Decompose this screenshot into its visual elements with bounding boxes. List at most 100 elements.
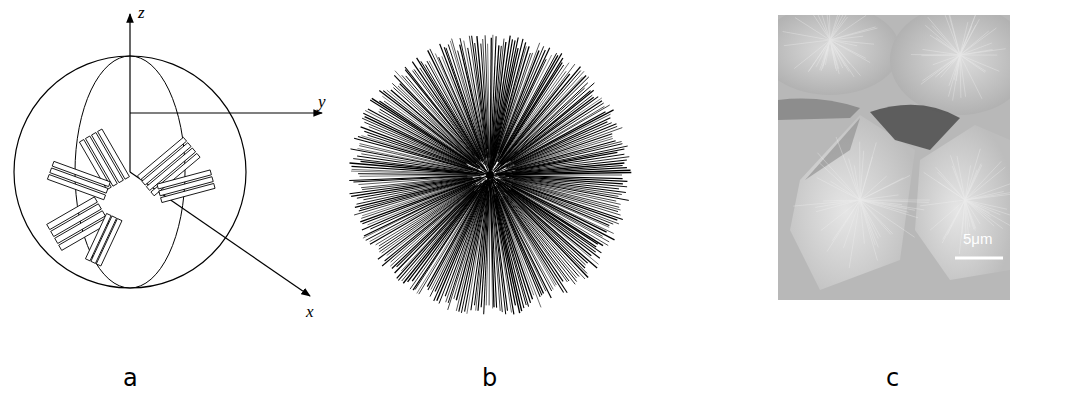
- texture: [825, 40, 830, 65]
- fibril: [490, 180, 493, 308]
- fibril: [349, 176, 467, 181]
- texture: [860, 200, 915, 237]
- texture: [830, 40, 837, 71]
- texture: [960, 19, 979, 55]
- texture: [859, 142, 860, 200]
- panel-letter: a: [123, 366, 138, 390]
- panel-letter: c: [886, 366, 899, 390]
- texture: [960, 25, 976, 55]
- texture: [924, 172, 965, 200]
- texture: [830, 40, 854, 77]
- texture: [860, 157, 872, 200]
- texture: [830, 36, 863, 40]
- texture: [830, 15, 853, 40]
- lamella: [98, 129, 130, 179]
- texture: [965, 167, 1005, 200]
- fibril: [494, 157, 629, 175]
- fibril: [492, 179, 541, 297]
- texture: [960, 31, 989, 55]
- texture: [784, 40, 830, 46]
- texture: [925, 25, 960, 55]
- lamella: [85, 213, 111, 260]
- texture: [860, 200, 875, 245]
- texture: [830, 40, 843, 68]
- fibril: [499, 170, 630, 174]
- texture: [830, 40, 866, 58]
- texture: [965, 191, 1010, 200]
- texture: [793, 200, 860, 206]
- texture: [960, 43, 992, 55]
- texture: [960, 55, 985, 72]
- texture: [830, 40, 861, 76]
- texture: [965, 200, 1010, 216]
- texture: [860, 200, 878, 247]
- fibril: [365, 117, 467, 164]
- texture: [920, 200, 965, 206]
- texture: [820, 163, 860, 200]
- texture: [832, 200, 860, 241]
- texture: [938, 55, 960, 75]
- lamella: [161, 183, 215, 202]
- texture: [860, 200, 891, 235]
- texture: [928, 17, 960, 55]
- fibril: [514, 122, 607, 164]
- texture: [935, 55, 960, 77]
- texture: [860, 176, 887, 200]
- scale-label: 5μm: [963, 231, 992, 246]
- spherulite-lines: [349, 35, 631, 315]
- texture: [965, 200, 1007, 209]
- fibril: [493, 197, 508, 311]
- fibril: [469, 36, 489, 173]
- texture: [821, 40, 830, 71]
- fibril: [505, 187, 599, 264]
- fibril: [362, 180, 474, 216]
- texture: [860, 200, 880, 237]
- texture: [823, 40, 831, 69]
- texture: [960, 26, 972, 55]
- texture: [808, 40, 830, 72]
- panel-letter: b: [482, 366, 497, 390]
- texture: [815, 200, 860, 207]
- texture: [936, 167, 965, 200]
- texture: [965, 200, 1000, 215]
- fibril: [472, 36, 490, 173]
- texture: [942, 200, 965, 243]
- texture: [860, 200, 878, 261]
- sem-micrograph: [778, 15, 1010, 300]
- fibril: [506, 118, 610, 168]
- lamella: [47, 197, 98, 230]
- texture: [960, 55, 962, 98]
- texture: [965, 149, 980, 200]
- texture: [960, 55, 986, 71]
- texture: [830, 15, 843, 40]
- texture: [830, 40, 850, 64]
- texture: [817, 153, 860, 200]
- texture: [860, 195, 899, 200]
- axis-label: z: [138, 4, 145, 21]
- nucleus: [486, 171, 494, 179]
- fibril: [507, 97, 594, 162]
- texture: [921, 55, 960, 84]
- texture: [962, 200, 965, 235]
- texture: [830, 15, 847, 40]
- texture: [820, 40, 830, 70]
- texture: [810, 15, 831, 40]
- texture: [830, 15, 866, 40]
- texture: [836, 137, 860, 200]
- texture: [830, 17, 848, 40]
- texture: [860, 176, 910, 201]
- texture: [794, 40, 830, 69]
- texture: [809, 40, 830, 71]
- texture: [965, 164, 981, 200]
- axis-label: x: [306, 303, 314, 320]
- texture: [960, 50, 993, 55]
- texture: [965, 200, 976, 229]
- texture: [941, 55, 960, 77]
- texture: [860, 200, 909, 212]
- fibril: [513, 173, 632, 175]
- axis-label: y: [318, 93, 326, 110]
- fibril: [488, 44, 490, 169]
- fibril: [497, 88, 584, 168]
- texture: [950, 155, 965, 200]
